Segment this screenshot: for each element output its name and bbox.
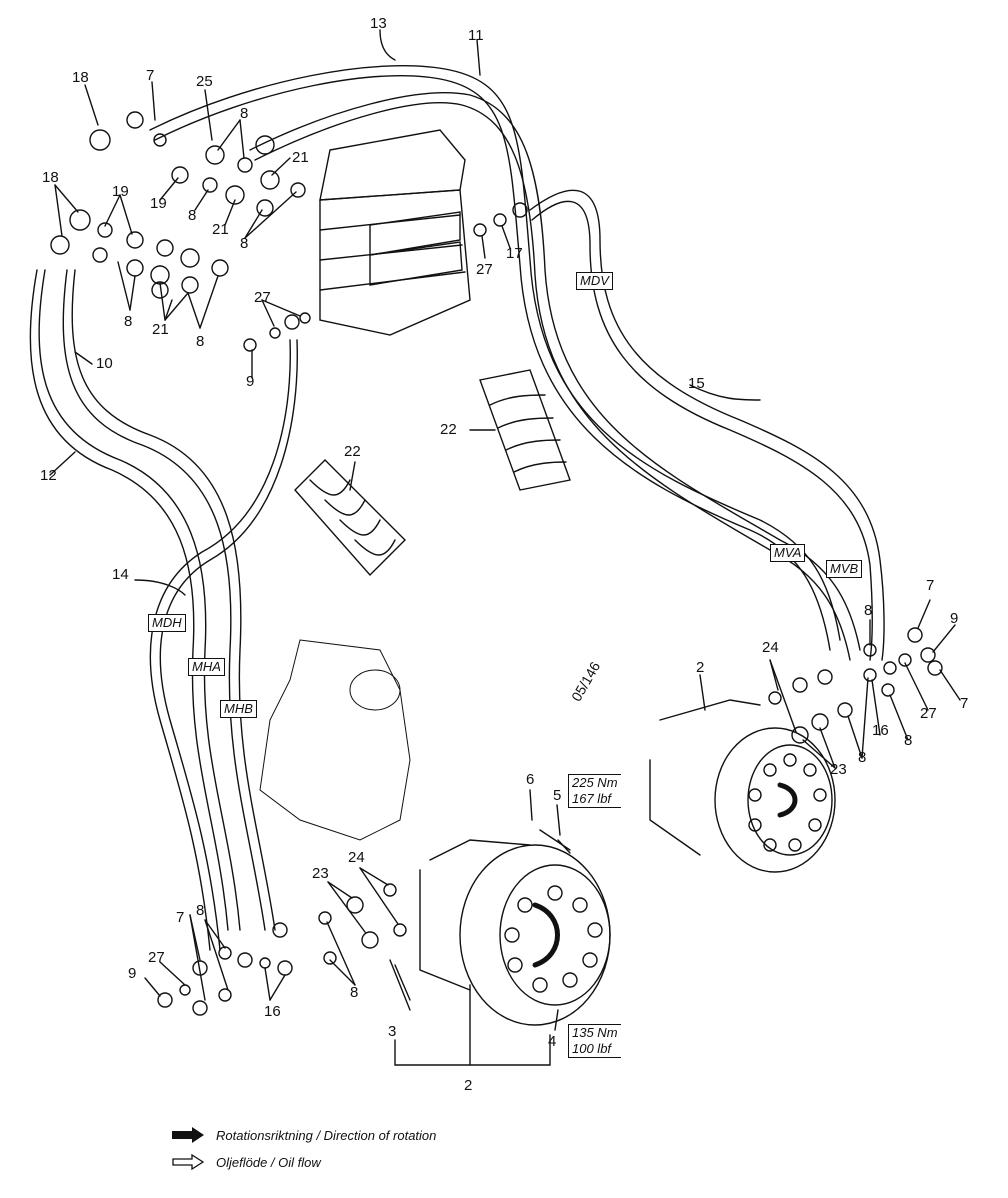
callout-22: 22 bbox=[344, 443, 361, 460]
callout-22: 22 bbox=[440, 421, 457, 438]
callout-19: 19 bbox=[150, 195, 167, 212]
torque-top-lbf: 167 lbf bbox=[572, 791, 612, 806]
hose-code-mha: MHA bbox=[188, 658, 225, 676]
hollow-arrow-icon bbox=[172, 1154, 204, 1170]
callout-8: 8 bbox=[864, 602, 873, 619]
callout-21: 21 bbox=[212, 221, 229, 238]
legend-rotation: Rotationsriktning / Direction of rotatio… bbox=[172, 1127, 436, 1143]
callout-23: 23 bbox=[312, 865, 329, 882]
callout-15: 15 bbox=[688, 375, 705, 392]
callout-27: 27 bbox=[254, 289, 271, 306]
legend-rotation-text: Rotationsriktning / Direction of rotatio… bbox=[216, 1127, 437, 1143]
callout-3: 3 bbox=[388, 1023, 397, 1040]
callout-10: 10 bbox=[96, 355, 113, 372]
hose-guard-lower bbox=[294, 459, 406, 577]
hose-13 bbox=[149, 65, 841, 641]
hose-14 bbox=[159, 339, 298, 951]
callout-2: 2 bbox=[696, 659, 705, 676]
callout-8: 8 bbox=[196, 333, 205, 350]
callout-16: 16 bbox=[872, 722, 889, 739]
callout-8: 8 bbox=[350, 984, 359, 1001]
callout-21: 21 bbox=[152, 321, 169, 338]
callout-24: 24 bbox=[762, 639, 779, 656]
legend-oil-flow: Oljeflöde / Oil flow bbox=[172, 1154, 321, 1170]
callout-9: 9 bbox=[246, 373, 255, 390]
hose-12 bbox=[38, 269, 241, 931]
callout-7: 7 bbox=[926, 577, 935, 594]
callout-12: 12 bbox=[40, 467, 57, 484]
hose-code-mdh: MDH bbox=[148, 614, 186, 632]
callout-5: 5 bbox=[553, 787, 562, 804]
callout-18: 18 bbox=[42, 169, 59, 186]
motor-lower bbox=[389, 829, 611, 1026]
callout-6: 6 bbox=[526, 771, 535, 788]
callout-27: 27 bbox=[148, 949, 165, 966]
hose-code-mhb: MHB bbox=[220, 700, 257, 718]
hose-code-mvb: MVB bbox=[826, 560, 863, 578]
callout-9: 9 bbox=[950, 610, 959, 627]
legend-oil-flow-text: Oljeflöde / Oil flow bbox=[216, 1154, 321, 1170]
filled-arrow-icon bbox=[172, 1127, 204, 1143]
callout-9: 9 bbox=[128, 965, 137, 982]
torque-bottom-nm: 135 Nm bbox=[572, 1025, 618, 1040]
callout-7: 7 bbox=[960, 695, 969, 712]
callout-11: 11 bbox=[468, 27, 484, 44]
callout-8: 8 bbox=[240, 235, 249, 252]
hose-guard-upper bbox=[479, 369, 571, 491]
callout-8: 8 bbox=[240, 105, 249, 122]
valve-block bbox=[319, 129, 471, 336]
hose-10 bbox=[71, 269, 276, 931]
hose-code-mva: MVA bbox=[770, 544, 806, 562]
callout-27: 27 bbox=[476, 261, 493, 278]
callout-24: 24 bbox=[348, 849, 365, 866]
callout-16: 16 bbox=[264, 1003, 281, 1020]
callout-4: 4 bbox=[548, 1033, 557, 1050]
torque-top-nm: 225 Nm bbox=[572, 775, 618, 790]
hose-code-mdv: MDV bbox=[576, 272, 613, 290]
callout-2: 2 bbox=[464, 1077, 473, 1094]
torque-spec-bottom: 135 Nm 100 lbf bbox=[568, 1024, 621, 1058]
callout-17: 17 bbox=[506, 245, 523, 262]
callout-14: 14 bbox=[112, 566, 129, 583]
callout-8: 8 bbox=[188, 207, 197, 224]
callout-7: 7 bbox=[146, 67, 155, 84]
callout-23: 23 bbox=[830, 761, 847, 778]
hose-15 bbox=[529, 189, 885, 661]
callout-8: 8 bbox=[196, 902, 205, 919]
callout-19: 19 bbox=[112, 183, 129, 200]
callout-8: 8 bbox=[124, 313, 133, 330]
callout-25: 25 bbox=[196, 73, 213, 90]
torque-spec-top: 225 Nm 167 lbf bbox=[568, 774, 621, 808]
callout-8: 8 bbox=[904, 732, 913, 749]
frame-bracket bbox=[259, 639, 411, 841]
callout-21: 21 bbox=[292, 149, 309, 166]
hose-11 bbox=[249, 92, 861, 651]
callout-18: 18 bbox=[72, 69, 89, 86]
callout-27: 27 bbox=[920, 705, 937, 722]
callout-7: 7 bbox=[176, 909, 185, 926]
callout-8: 8 bbox=[858, 749, 867, 766]
torque-bottom-lbf: 100 lbf bbox=[572, 1041, 612, 1056]
callout-13: 13 bbox=[370, 15, 387, 32]
motor-upper bbox=[649, 699, 836, 873]
